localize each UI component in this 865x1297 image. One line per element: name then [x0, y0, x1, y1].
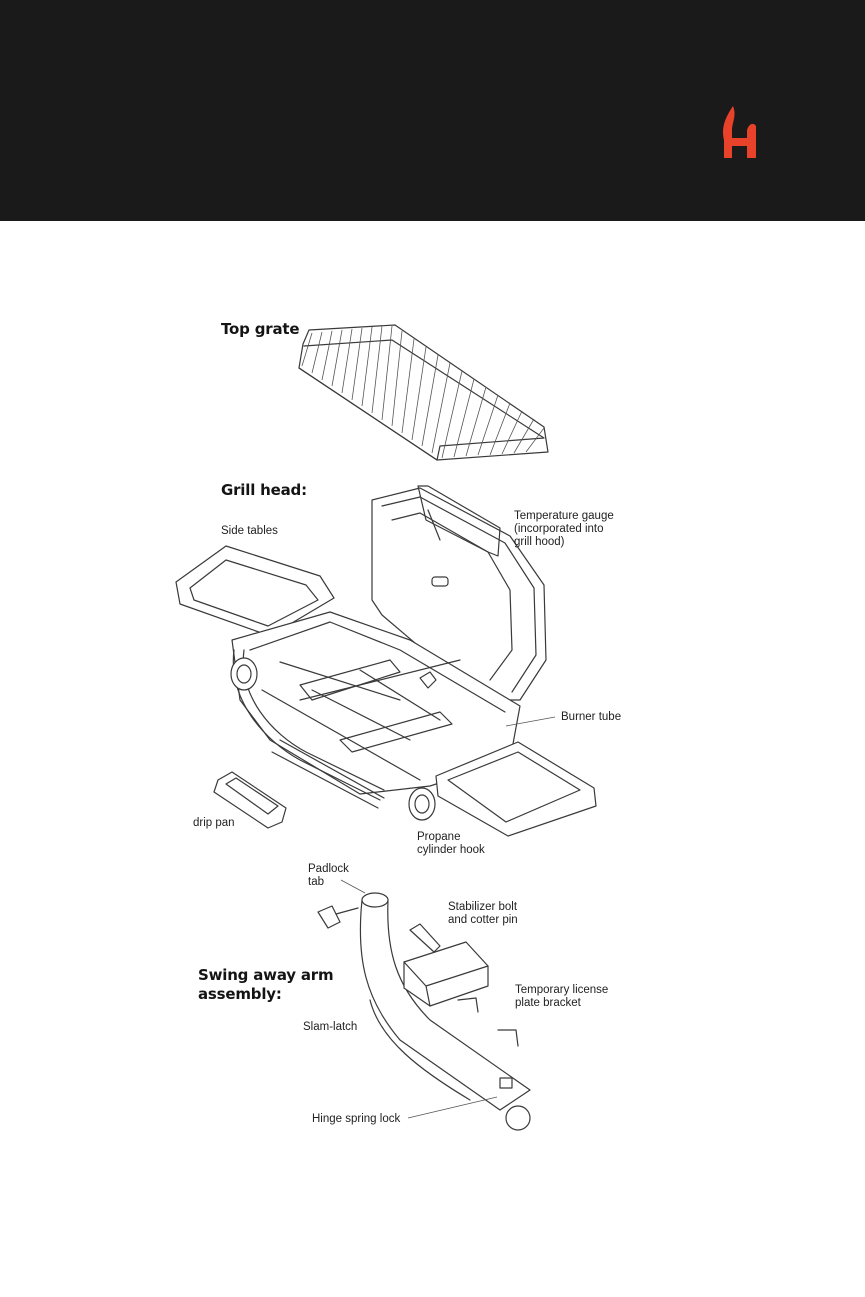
label-hinge-lock: Hinge spring lock [312, 1113, 400, 1126]
section-title-top-grate: Top grate [221, 320, 299, 339]
section-title-grill-head: Grill head: [221, 481, 307, 500]
label-temperature-gauge: Temperature gauge (incorporated into gri… [514, 510, 614, 549]
label-side-tables: Side tables [221, 525, 278, 538]
label-padlock-tab: Padlock tab [308, 863, 349, 889]
label-slam-latch: Slam-latch [303, 1021, 357, 1034]
label-stabilizer-bolt: Stabilizer bolt and cotter pin [448, 901, 518, 927]
label-license-bracket: Temporary license plate bracket [515, 984, 608, 1010]
label-propane-hook: Propane cylinder hook [417, 831, 485, 857]
swing-arm-illustration [318, 893, 530, 1130]
section-title-swing-arm: Swing away arm assembly: [198, 966, 333, 1004]
label-burner-tube: Burner tube [561, 711, 621, 724]
label-drip-pan: drip pan [193, 817, 235, 830]
top-grate-illustration [299, 325, 548, 460]
